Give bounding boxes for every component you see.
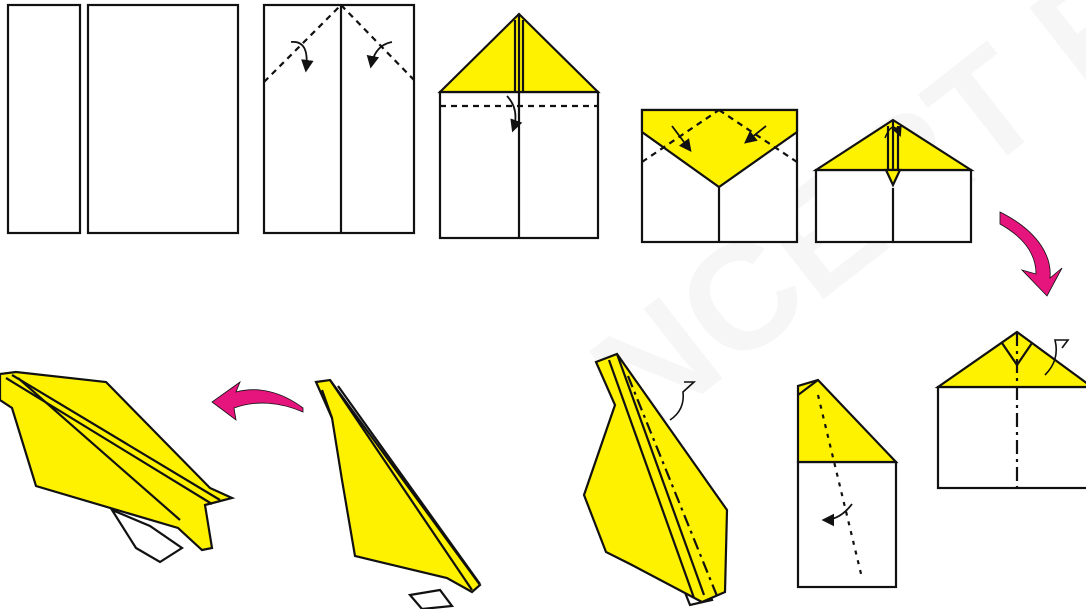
step-1-paper-sheet [8,5,238,233]
turn-over-arrow-icon [1000,212,1062,296]
step-3-fold-tip-down [440,14,598,238]
step-2-fold-corners [264,5,414,233]
fold-arrow-icon [670,382,694,420]
step-8-fold-wings [584,354,727,605]
step-9-wing-folded [316,380,480,609]
step-4-fold-corners-again [642,110,797,242]
step-5-small-flap [816,120,971,242]
turn-over-arrow-icon [212,382,303,420]
step-6-turn-over [938,332,1086,488]
step-7-fold-in-half [798,380,896,587]
step-10-finished-plane [0,372,232,562]
